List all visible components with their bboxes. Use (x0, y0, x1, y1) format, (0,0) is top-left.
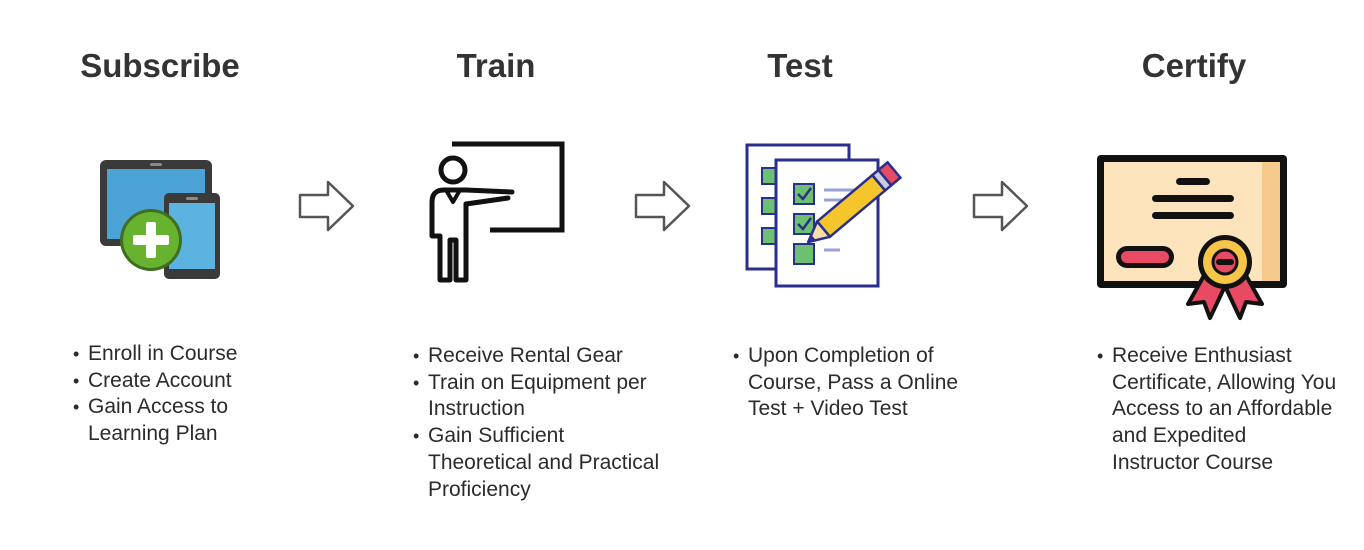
list-item: Gain Access to Learning Plan (73, 394, 303, 447)
list-item: Receive Enthusiast Certificate, Allowing… (1097, 343, 1337, 477)
step-title-subscribe: Subscribe (80, 47, 240, 84)
tablet-add-icon (100, 160, 220, 279)
instructor-board-icon (429, 141, 565, 283)
list-item: Train on Equipment per Instruction (413, 370, 663, 423)
list-item: Gain Sufficient Theoretical and Practica… (413, 423, 663, 503)
list-item: Create Account (73, 368, 303, 395)
bullet-list-subscribe: Enroll in Course Create Account Gain Acc… (73, 341, 303, 448)
arrow-right-icon (972, 180, 1029, 232)
step-title-certify: Certify (1141, 47, 1247, 84)
step-title-test: Test (767, 47, 833, 84)
bullet-list-train: Receive Rental Gear Train on Equipment p… (413, 343, 663, 503)
list-item: Enroll in Course (73, 341, 303, 368)
checklist-pencil-icon (745, 143, 903, 288)
list-item: Upon Completion of Course, Pass a Online… (733, 343, 973, 423)
bullet-list-certify: Receive Enthusiast Certificate, Allowing… (1097, 343, 1337, 477)
bullet-list-test: Upon Completion of Course, Pass a Online… (733, 343, 973, 423)
list-item: Receive Rental Gear (413, 343, 663, 370)
arrow-right-icon (298, 180, 355, 232)
arrow-right-icon (634, 180, 691, 232)
certificate-icon (1097, 155, 1287, 320)
step-title-train: Train (456, 47, 536, 84)
